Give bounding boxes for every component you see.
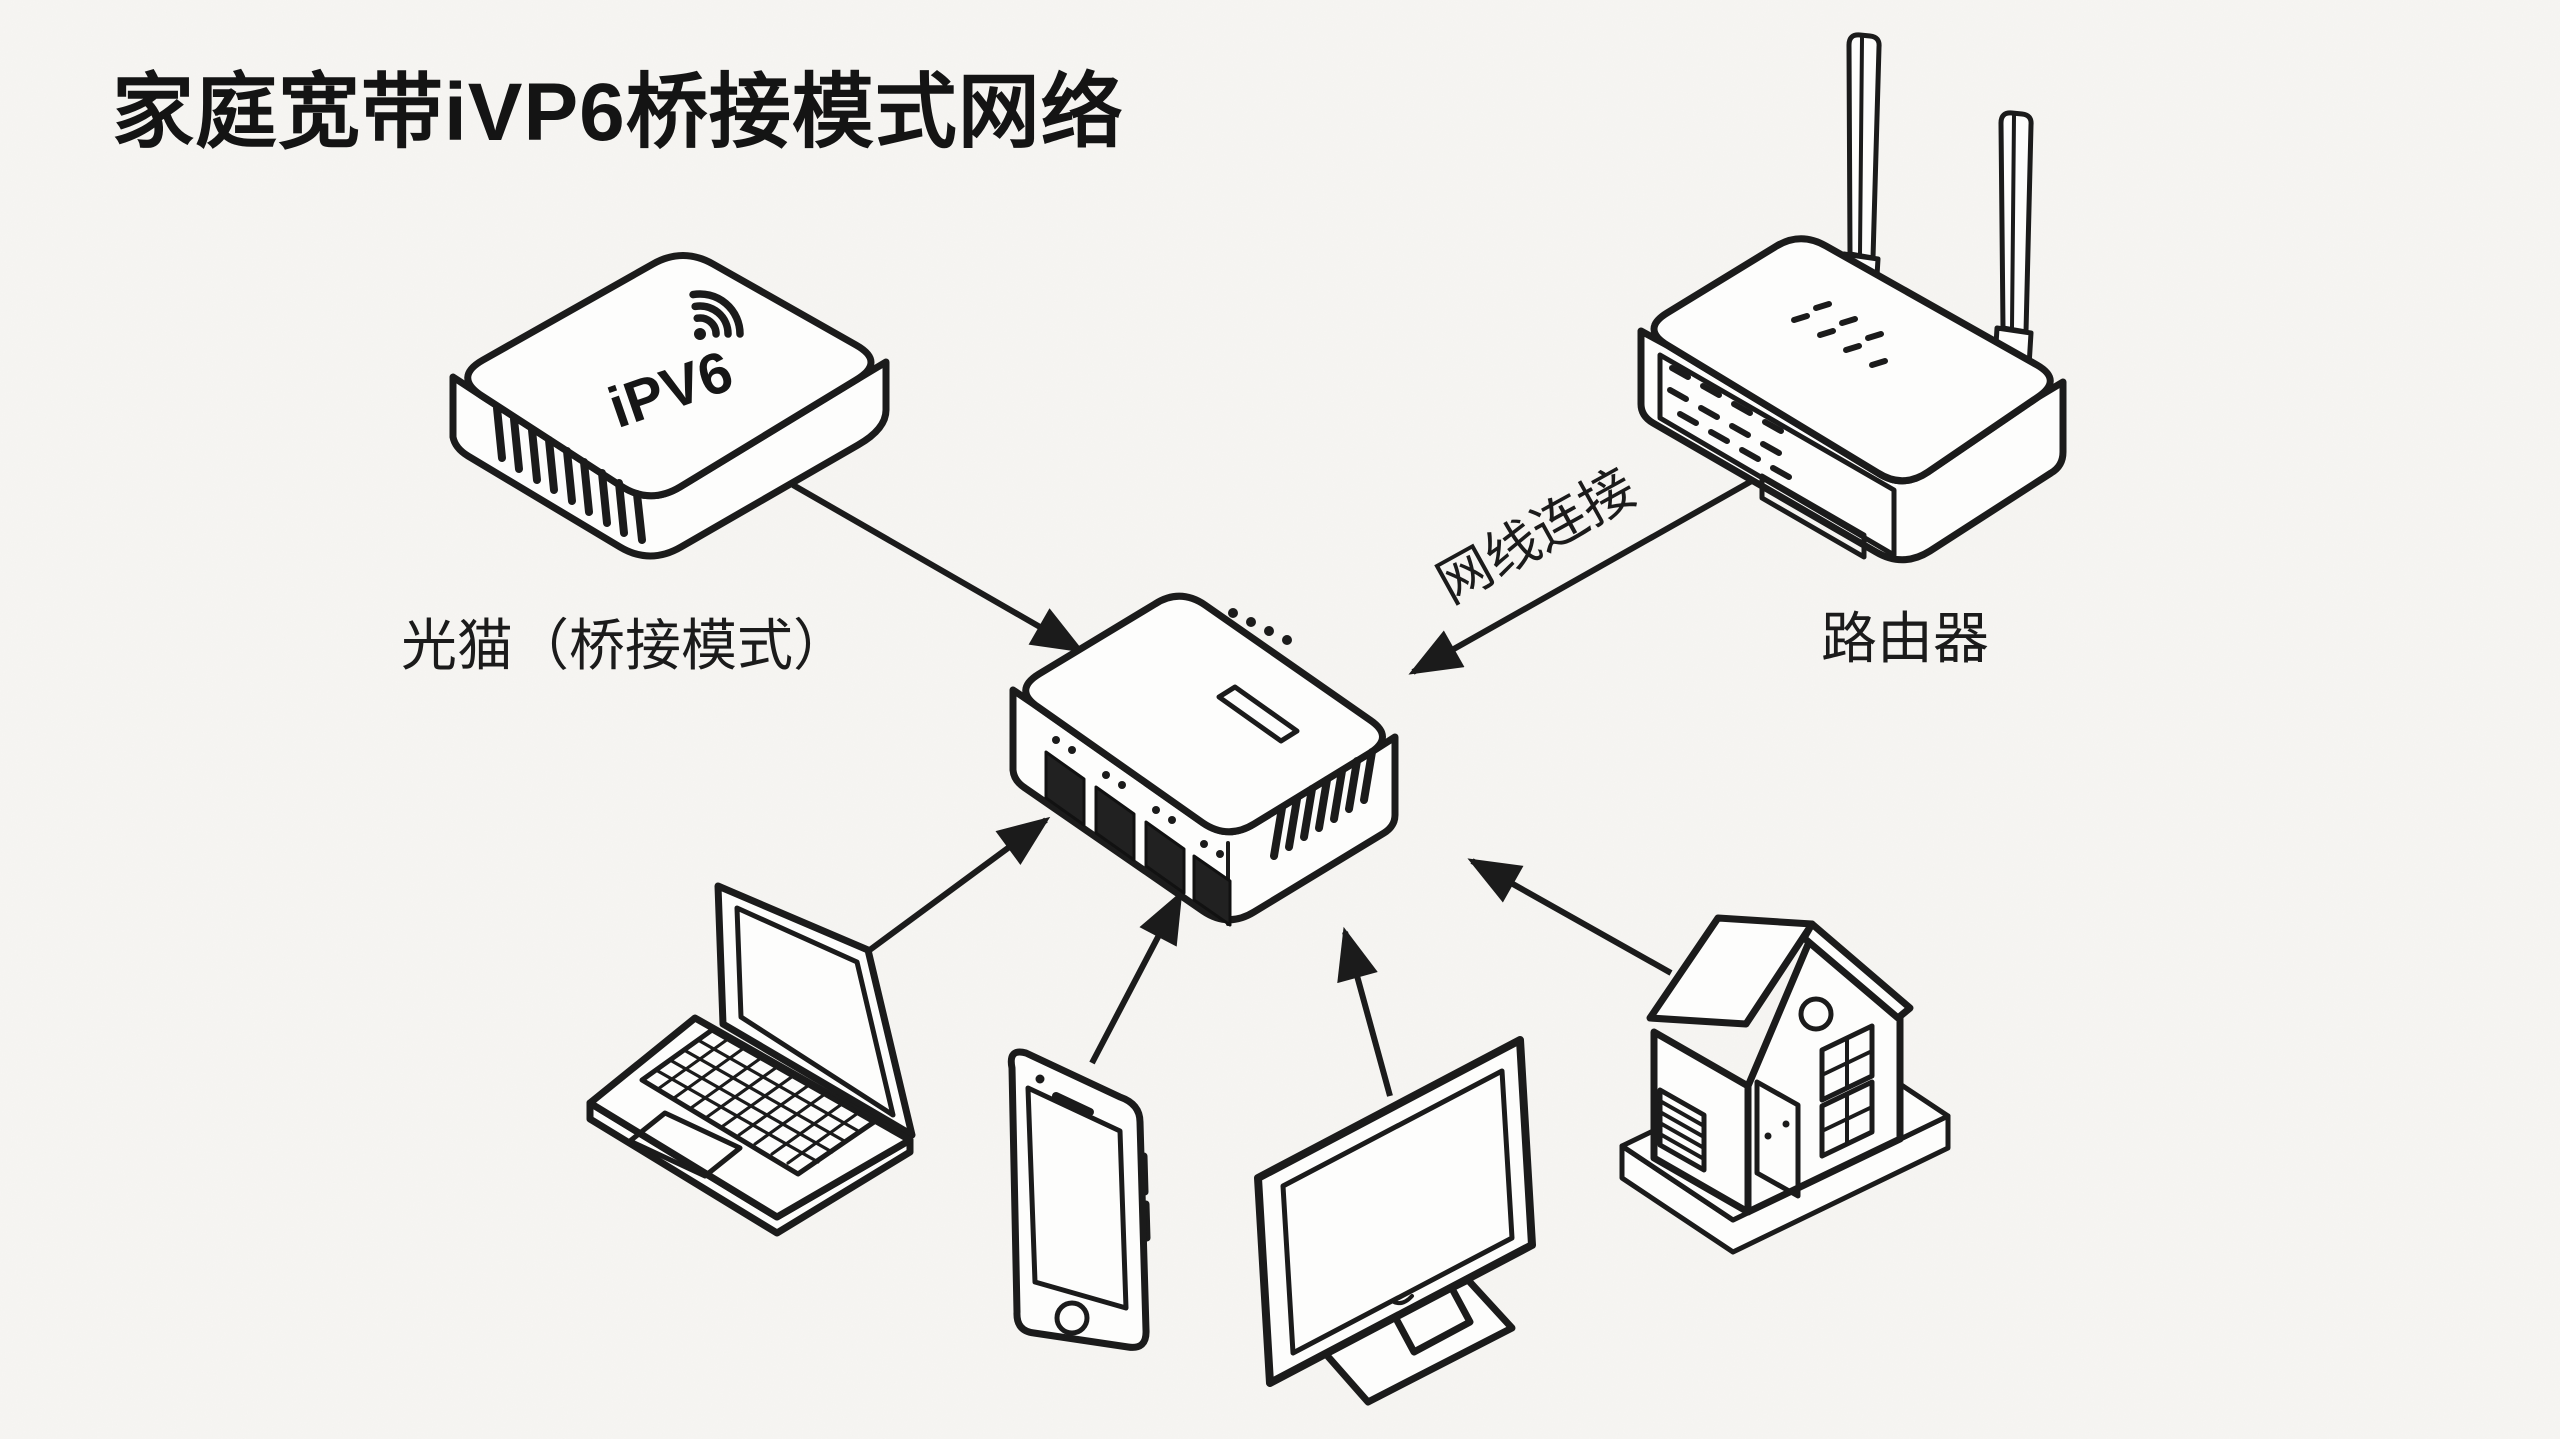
house-door [1754, 1079, 1801, 1199]
monitor-screen [1280, 1068, 1515, 1356]
hub-illustration [1009, 592, 1399, 927]
arrow-house-to-hub [1467, 858, 1673, 976]
house-shutter-window [1657, 1087, 1707, 1173]
hub-top-leds [1228, 608, 1292, 645]
router-label: 路由器 [1821, 607, 1989, 670]
connection-arrows [791, 475, 1759, 1097]
arrow-phone-to-hub [1089, 890, 1183, 1065]
router-port-panel [1657, 352, 1897, 558]
monitor-illustration [1254, 1036, 1536, 1406]
arrow-modem-to-hub [791, 482, 1085, 653]
house-round-window [1798, 996, 1834, 1032]
router-antenna-right [1992, 110, 2034, 369]
house-cross-window-top [1819, 1023, 1875, 1103]
hub-vents [1270, 748, 1376, 860]
phone-screen [1025, 1085, 1129, 1311]
modem-vents [493, 404, 646, 544]
page-title: 家庭宽带iVP6桥接模式网络 [112, 67, 1124, 158]
arrow-router-to-hub [1408, 475, 1759, 675]
laptop-trackpad [627, 1110, 743, 1179]
router-illustration [1637, 32, 2067, 564]
phone-side-button [1142, 1200, 1151, 1242]
modem-illustration: iPV6 [449, 252, 890, 560]
hub-top-slot [1216, 684, 1300, 744]
laptop-keyboard [639, 1027, 877, 1177]
arrow-laptop-to-hub [865, 816, 1051, 955]
laptop-illustration [586, 882, 916, 1237]
phone-illustration [1007, 1048, 1151, 1351]
router-antenna-left [1839, 32, 1882, 295]
modem-label: 光猫（桥接模式） [401, 614, 849, 677]
router-slot [1759, 473, 1867, 560]
wifi-icon [689, 290, 744, 340]
house-cross-window-bottom [1819, 1079, 1875, 1159]
monitor-logo [1390, 1294, 1414, 1306]
phone-speaker [1052, 1092, 1094, 1116]
router-ports [1667, 365, 1792, 480]
arrow-monitor-to-hub [1337, 926, 1393, 1097]
phone-camera-icon [1035, 1074, 1045, 1084]
house-illustration [1619, 914, 1951, 1255]
laptop-screen [734, 905, 896, 1118]
hub-ports [1044, 736, 1232, 927]
phone-home-button [1054, 1300, 1090, 1336]
router-top-leds [1791, 301, 1888, 368]
